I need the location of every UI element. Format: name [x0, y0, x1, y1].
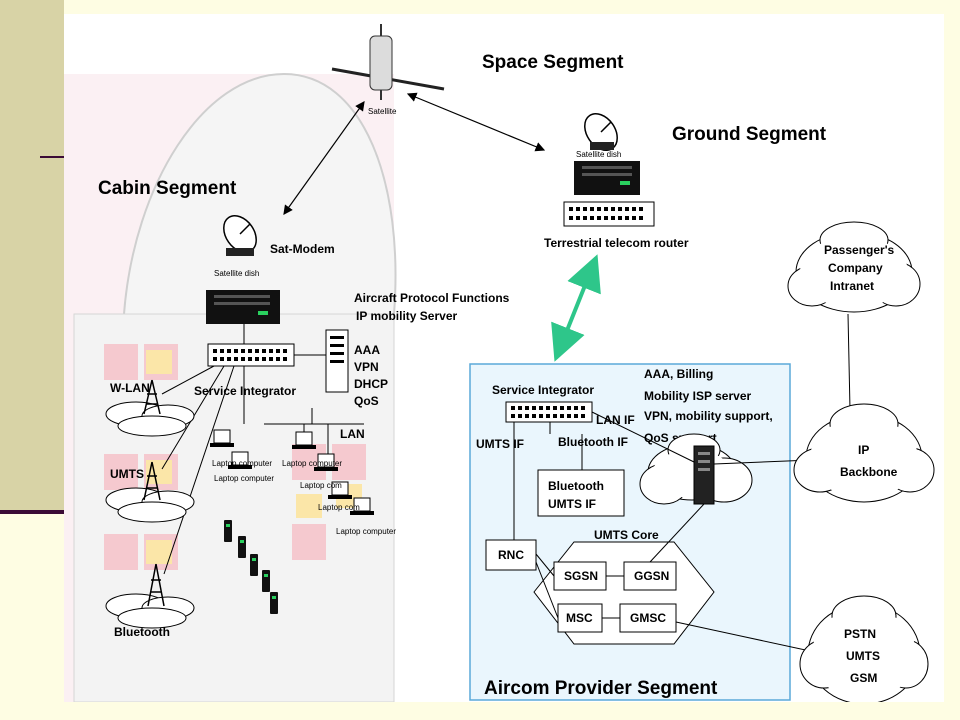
diagram-canvas: Space Segment Ground Segment Cabin Segme…	[64, 14, 944, 702]
cabin-server-rack-icon	[325, 329, 349, 393]
wlan-antenna-icon	[105, 379, 195, 437]
satellite-ground-link	[406, 92, 546, 152]
sat-modem-label: Sat-Modem	[270, 242, 335, 256]
ggsn-box	[623, 561, 677, 591]
cabin-service-aaa: AAA	[354, 343, 380, 357]
bluetooth-umts-if-box	[537, 469, 625, 517]
satellite-icon	[331, 24, 445, 100]
bt-umts-if-line-1: Bluetooth	[548, 479, 604, 493]
wlan-label: W-LAN	[110, 381, 150, 395]
cabin-segment-title: Cabin Segment	[98, 178, 237, 199]
terrestrial-router-icon	[563, 201, 655, 227]
umts-antenna-icon	[105, 461, 195, 523]
slide-bottom-rule	[0, 510, 64, 514]
provider-function-2: Mobility ISP server	[644, 389, 751, 403]
provider-function-3: VPN, mobility support,	[644, 409, 773, 423]
cabin-service-dhcp: DHCP	[354, 377, 388, 391]
cabin-satellite-dish-icon	[223, 215, 257, 256]
cabin-lan-label: LAN	[340, 427, 365, 441]
laptop-label-4: Laptop com	[300, 481, 342, 490]
pstn-line-2: UMTS	[846, 649, 880, 663]
rnc-box	[485, 539, 537, 571]
laptop-icon	[210, 429, 374, 515]
ground-dish-label: Satellite dish	[576, 150, 621, 159]
provider-wiring	[513, 313, 851, 655]
laptop-label-3: Laptop computer	[282, 459, 342, 468]
slide-side-band	[0, 0, 64, 512]
intranet-line-3: Intranet	[830, 279, 874, 293]
provider-server-rack-icon	[693, 445, 715, 505]
gmsc-label: GMSC	[630, 611, 666, 625]
satellite-label: Satellite	[368, 107, 397, 116]
ip-backbone-line-1: IP	[858, 443, 869, 457]
cabin-dish-label: Satellite dish	[214, 269, 259, 278]
network-diagram: Space Segment Ground Segment Cabin Segme…	[64, 24, 935, 702]
ip-backbone-cloud	[793, 403, 935, 503]
sgsn-label: SGSN	[564, 569, 598, 583]
intranet-line-2: Company	[828, 261, 883, 275]
ggsn-label: GGSN	[634, 569, 669, 583]
passenger-intranet-cloud	[787, 221, 921, 313]
rnc-label: RNC	[498, 548, 524, 562]
provider-service-integrator-hub-icon	[505, 401, 593, 423]
satellite-cabin-link	[283, 101, 365, 215]
pstn-line-1: PSTN	[844, 627, 876, 641]
provider-segment-title: Aircom Provider Segment	[484, 678, 718, 699]
bt-umts-if-line-2: UMTS IF	[548, 497, 596, 511]
ground-satellite-dish-icon	[584, 113, 618, 151]
terrestrial-router-label: Terrestrial telecom router	[544, 236, 689, 250]
msc-label: MSC	[566, 611, 593, 625]
bluetooth-label: Bluetooth	[114, 625, 170, 639]
ground-provider-link	[551, 254, 601, 362]
gmsc-box	[619, 603, 677, 633]
cabin-service-integrator-label: Service Integrator	[194, 384, 296, 398]
slide-accent-line	[40, 156, 64, 158]
umts-label: UMTS	[110, 467, 144, 481]
ip-backbone-line-2: Backbone	[840, 465, 898, 479]
aircraft-functions-line-1: Aircraft Protocol Functions	[354, 291, 510, 305]
space-segment-title: Space Segment	[482, 52, 624, 73]
cabin-service-integrator-hub-icon	[207, 343, 295, 367]
provider-function-1: AAA, Billing	[644, 367, 713, 381]
lan-if-label: LAN IF	[596, 413, 635, 427]
bluetooth-antenna-icon	[105, 563, 195, 629]
pstn-cloud	[799, 595, 929, 702]
umts-if-label: UMTS IF	[476, 437, 524, 451]
ground-server-icon	[574, 161, 640, 195]
cabin-service-qos: QoS	[354, 394, 379, 408]
laptop-label-2: Laptop computer	[214, 474, 274, 483]
umts-core-label: UMTS Core	[594, 528, 659, 542]
provider-service-integrator-label: Service Integrator	[492, 383, 594, 397]
laptop-label-5: Laptop com	[318, 503, 360, 512]
laptop-label-6: Laptop computer	[336, 527, 396, 536]
laptop-label-1: Laptop computer	[212, 459, 272, 468]
cabin-server-icon	[206, 290, 280, 324]
cabin-service-vpn: VPN	[354, 360, 379, 374]
mobile-phone-icon	[224, 520, 278, 614]
intranet-line-1: Passenger's	[824, 243, 895, 257]
ground-segment-title: Ground Segment	[672, 124, 827, 145]
bluetooth-if-label: Bluetooth IF	[558, 435, 628, 449]
aircraft-functions-line-2: IP mobility Server	[356, 309, 457, 323]
pstn-line-3: GSM	[850, 671, 877, 685]
